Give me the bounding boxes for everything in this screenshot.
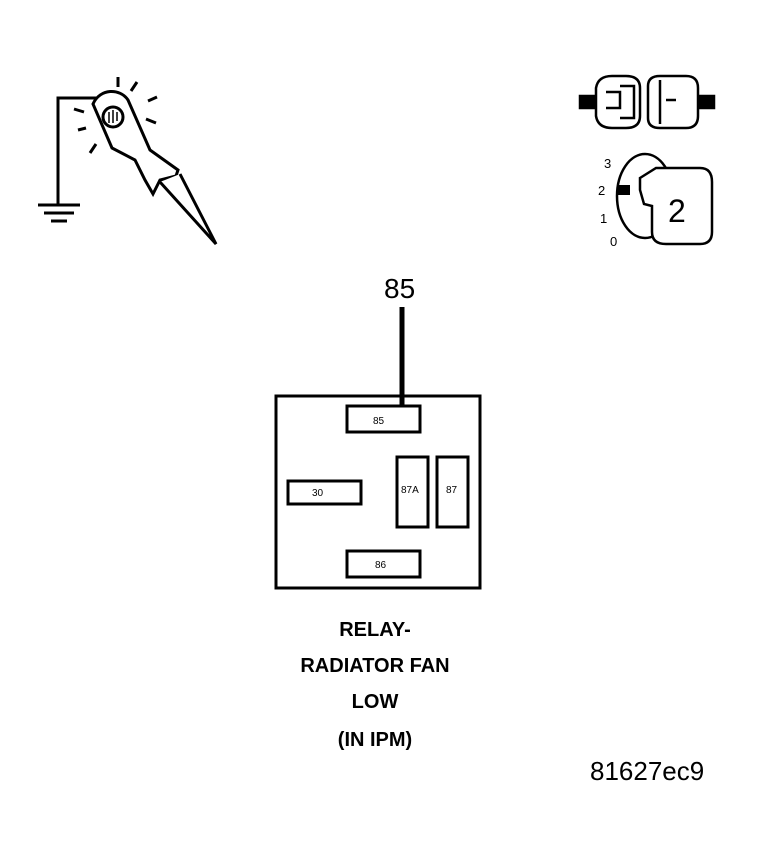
relay-pin-85-label: 85 bbox=[373, 416, 385, 427]
ignition-position-3: 3 bbox=[604, 156, 611, 171]
relay-pin-30 bbox=[286, 479, 363, 506]
relay-body bbox=[274, 394, 482, 590]
connector-icon bbox=[578, 74, 716, 130]
relay-pin-86 bbox=[345, 549, 422, 579]
ignition-position-0: 0 bbox=[610, 234, 617, 249]
relay-pin-87a bbox=[395, 455, 430, 529]
relay-pin-87a-label: 87A bbox=[401, 485, 419, 496]
relay-pin-87 bbox=[435, 455, 470, 529]
ignition-position-2: 2 bbox=[598, 183, 605, 198]
relay-pin-85 bbox=[345, 404, 422, 434]
relay-pin-86-label: 86 bbox=[375, 560, 387, 571]
ignition-selected-position: 2 bbox=[668, 193, 686, 229]
relay-pin-87-label: 87 bbox=[446, 485, 458, 496]
ignition-switch-icon bbox=[615, 152, 714, 246]
relay-caption-line-2: RADIATOR FAN bbox=[300, 655, 450, 677]
relay-caption-line-4: (IN IPM) bbox=[337, 729, 413, 751]
relay-caption-line-1: RELAY- bbox=[339, 619, 411, 641]
figure-id: 81627ec9 bbox=[590, 756, 705, 786]
ignition-position-1: 1 bbox=[600, 211, 607, 226]
relay-caption-line-3: LOW bbox=[351, 691, 399, 713]
test-light-icon bbox=[38, 77, 218, 246]
pointer-terminal-label: 85 bbox=[384, 273, 415, 304]
relay-pin-30-label: 30 bbox=[312, 488, 324, 499]
